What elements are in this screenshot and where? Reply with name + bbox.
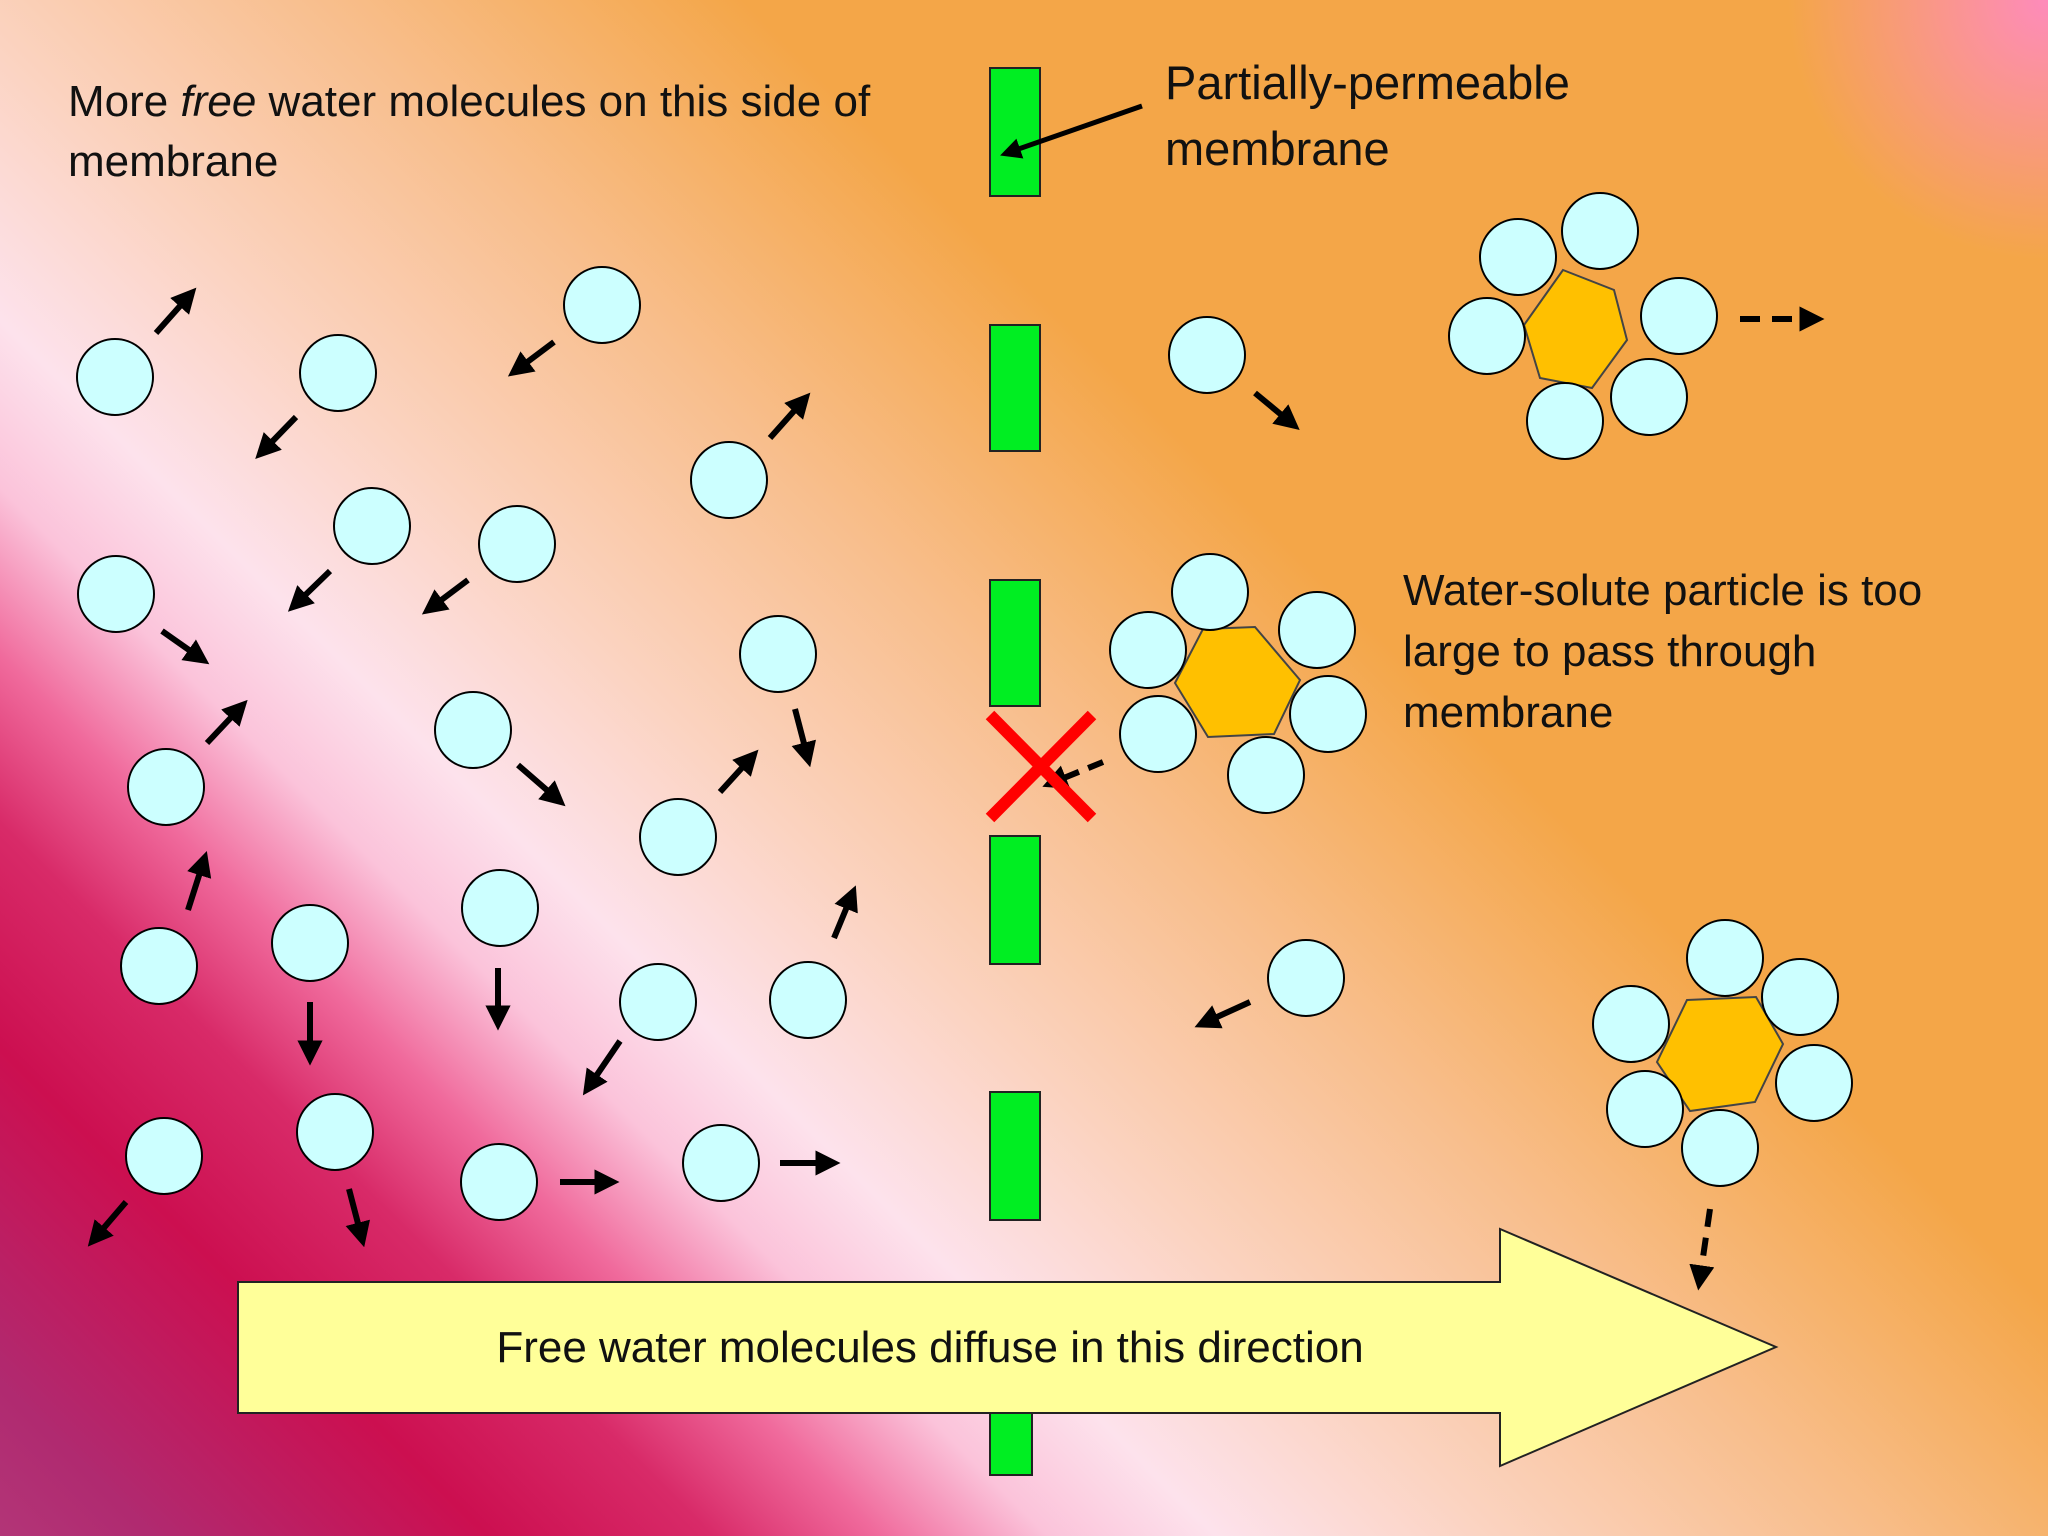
motion-arrow [287, 568, 333, 612]
motion-arrow [582, 1039, 623, 1096]
water-molecule [739, 615, 817, 693]
water-molecule [619, 963, 697, 1041]
motion-arrow [791, 708, 817, 768]
water-molecule [690, 441, 768, 519]
movement-arrows [87, 287, 1300, 1248]
water-molecule [434, 691, 512, 769]
water-molecule [77, 555, 155, 633]
diffusion-arrow [237, 1227, 1779, 1468]
water-molecule [563, 266, 641, 344]
motion-arrow [421, 577, 470, 615]
water-molecule [1479, 218, 1557, 296]
water-molecule [1289, 675, 1367, 753]
free-water-molecules [76, 266, 1345, 1221]
membrane-label-pointer [1000, 103, 1143, 159]
water-molecule [1109, 611, 1187, 689]
water-molecule [1640, 277, 1718, 355]
water-molecule [333, 487, 411, 565]
membrane-segment [989, 835, 1041, 965]
water-molecule [1267, 939, 1345, 1017]
water-molecule [461, 869, 539, 947]
solute-hexagon [1173, 625, 1302, 739]
solute-hexagon [1655, 995, 1785, 1113]
water-molecule [639, 798, 717, 876]
water-molecule [1278, 591, 1356, 669]
water-molecule [76, 338, 154, 416]
motion-arrow [204, 699, 248, 746]
membrane-segment [989, 579, 1041, 707]
water-molecule [1686, 919, 1764, 997]
water-molecule [460, 1143, 538, 1221]
water-molecule [296, 1093, 374, 1171]
membrane-label: Partially-permeable membrane [1165, 56, 1570, 175]
motion-arrow [1253, 390, 1300, 431]
membrane-segment [989, 324, 1041, 452]
water-molecule [1168, 316, 1246, 394]
water-solute-particle [1592, 919, 1853, 1291]
motion-arrow [717, 749, 759, 795]
motion-arrow [153, 287, 197, 335]
motion-arrow [185, 850, 212, 911]
water-molecule [299, 334, 377, 412]
water-molecule [1610, 358, 1688, 436]
motion-arrow [1689, 1208, 1715, 1291]
diffusion-arrow-label: Free water molecules diffuse in this dir… [496, 1323, 1364, 1372]
red-x-icon [985, 710, 1097, 823]
water-molecule [1171, 553, 1249, 631]
water-solute-particle [1448, 192, 1825, 460]
motion-arrow [255, 414, 299, 460]
water-molecule [1775, 1044, 1853, 1122]
motion-arrow [516, 762, 566, 807]
membrane-segment [989, 67, 1041, 197]
solute-label: Water-solute particle is too large to pa… [1403, 566, 1923, 737]
membrane-segment [989, 1404, 1033, 1476]
membrane [989, 67, 1041, 1476]
water-molecule [1119, 695, 1197, 773]
water-molecule [682, 1124, 760, 1202]
water-molecule [271, 904, 349, 982]
water-molecule [478, 505, 556, 583]
water-molecule [1606, 1070, 1684, 1148]
motion-arrow [831, 885, 858, 940]
free-side-label: More free water molecules on this side o… [68, 77, 871, 186]
water-molecule [1227, 736, 1305, 814]
motion-arrow [160, 628, 210, 665]
water-molecule [1681, 1109, 1759, 1187]
water-solute-particle-blocked [1042, 553, 1367, 814]
water-molecule [1526, 382, 1604, 460]
water-molecule [1561, 192, 1639, 270]
water-molecule [769, 961, 847, 1039]
water-molecule [125, 1117, 203, 1195]
water-molecule [127, 748, 205, 826]
motion-arrow [1194, 999, 1252, 1029]
water-molecule [120, 927, 198, 1005]
water-molecule [1761, 958, 1839, 1036]
membrane-segment [989, 1091, 1041, 1221]
water-molecule [1448, 297, 1526, 375]
water-molecule [1592, 985, 1670, 1063]
motion-arrow [87, 1200, 129, 1247]
motion-arrow [345, 1188, 371, 1248]
motion-arrow [767, 392, 811, 440]
motion-arrow [1042, 759, 1105, 789]
motion-arrow [507, 339, 556, 377]
